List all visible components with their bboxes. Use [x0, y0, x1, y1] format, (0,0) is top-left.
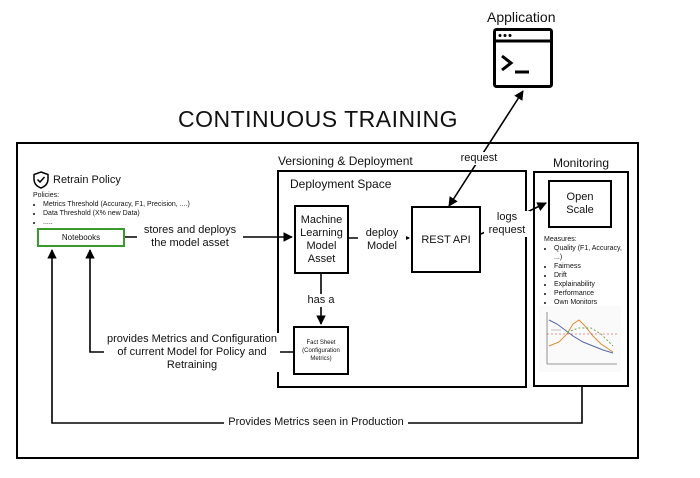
- policies-list: Policies: Metrics Threshold (Accuracy, F…: [33, 191, 233, 227]
- edge-label-provides-metrics-production: Provides Metrics seen in Production: [224, 416, 408, 429]
- deployment-space-label: Deployment Space: [290, 177, 392, 191]
- monitoring-label: Monitoring: [553, 156, 610, 170]
- measure-item: Own Monitors: [554, 298, 626, 307]
- retrain-policy-label: Retrain Policy: [53, 174, 121, 186]
- rest-api-box[interactable]: REST API: [411, 206, 481, 273]
- edge-label-logs-request: logs request: [484, 211, 530, 237]
- fact-sheet-box[interactable]: Fact Sheet (Configuration Metrics): [293, 326, 349, 375]
- open-scale-box[interactable]: Open Scale: [548, 180, 612, 228]
- terminal-window-icon: [493, 28, 553, 88]
- notebooks-box[interactable]: Notebooks: [37, 228, 125, 247]
- policies-heading: Policies:: [33, 192, 60, 199]
- measure-item: Fairness: [554, 262, 626, 271]
- policy-item: Data Threshold (X% new Data): [43, 209, 233, 218]
- deployment-space-box: [277, 170, 527, 388]
- edge-label-request: request: [458, 152, 500, 165]
- policy-item: .....: [43, 218, 233, 227]
- measures-list: Measures: Quality (F1, Accuracy, ...) Fa…: [544, 235, 626, 307]
- diagram-title: CONTINUOUS TRAINING: [178, 106, 458, 132]
- edge-label-stores-deploys: stores and deploys the model asset: [137, 224, 243, 250]
- measures-heading: Measures:: [544, 236, 577, 243]
- drift-chart-thumbnail: [539, 306, 621, 372]
- edge-label-provides-metrics-config: provides Metrics and Configuration of cu…: [104, 333, 280, 372]
- edge-label-deploy-model: deploy Model: [358, 227, 406, 253]
- policy-item: Metrics Threshold (Accuracy, F1, Precisi…: [43, 200, 233, 209]
- shield-check-icon: [33, 171, 49, 189]
- versioning-deployment-label: Versioning & Deployment: [278, 154, 413, 168]
- measure-item: Explainability: [554, 280, 626, 289]
- measure-item: Performance: [554, 289, 626, 298]
- ml-model-asset-box[interactable]: Machine Learning Model Asset: [294, 205, 349, 274]
- application-label: Application: [487, 9, 556, 25]
- measure-item: Drift: [554, 271, 626, 280]
- continuous-training-container: [16, 142, 639, 459]
- edge-label-has-a: has a: [306, 294, 336, 307]
- measure-item: Quality (F1, Accuracy, ...): [554, 244, 626, 262]
- monitoring-box: [533, 171, 629, 387]
